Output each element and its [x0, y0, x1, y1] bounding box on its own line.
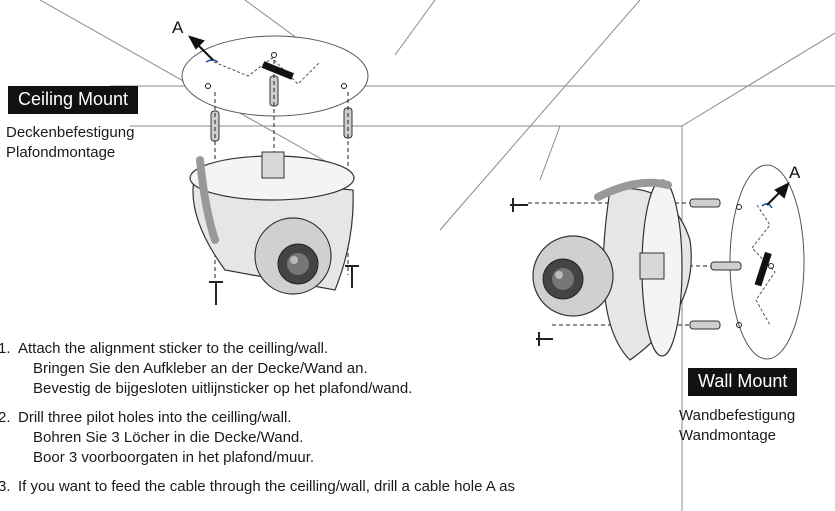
step-3: 3. If you want to feed the cable through… — [0, 477, 680, 497]
step-text-dutch: Bevestig de bijgesloten uitlijnsticker o… — [33, 380, 413, 397]
wall-anchors — [689, 198, 742, 330]
wall-mount-dutch: Wandmontage — [679, 427, 777, 444]
step-number: 1. — [0, 340, 11, 357]
wall-arrow — [766, 182, 790, 206]
step-text-english: Drill three pilot holes into the ceillin… — [18, 409, 292, 426]
wall-screws — [510, 198, 553, 346]
step-text-english: Attach the alignment sticker to the ceil… — [18, 340, 329, 357]
ceiling-mount-title: Ceiling Mount — [8, 86, 139, 114]
hole-a-marker-wall: A — [789, 163, 801, 182]
ceiling-camera — [189, 151, 355, 295]
ceiling-screws — [209, 265, 359, 305]
step-1: 1. Attach the alignment sticker to the c… — [0, 339, 680, 399]
step-text-english: If you want to feed the cable through th… — [18, 478, 515, 495]
step-number: 2. — [0, 409, 11, 426]
wall-mount-title: Wall Mount — [688, 368, 798, 396]
ceiling-mount-dutch: Plafondmontage — [6, 144, 116, 161]
ceiling-arrow — [187, 35, 214, 61]
wall-sticker — [729, 164, 805, 360]
step-text-german: Bringen Sie den Aufkleber an der Decke/W… — [33, 360, 368, 377]
step-text-german: Bohren Sie 3 Löcher in die Decke/Wand. — [33, 429, 304, 446]
ceiling-mount-german: Deckenbefestigung — [6, 124, 135, 141]
step-2: 2. Drill three pilot holes into the ceil… — [0, 408, 680, 468]
wall-camera — [532, 178, 692, 361]
instruction-steps: 1. Attach the alignment sticker to the c… — [0, 339, 680, 506]
hole-a-marker-ceiling: A — [172, 18, 184, 37]
step-text-dutch: Boor 3 voorboorgaten in het plafond/muur… — [33, 449, 315, 466]
wall-mount-german: Wandbefestigung — [679, 407, 796, 424]
step-number: 3. — [0, 478, 11, 495]
